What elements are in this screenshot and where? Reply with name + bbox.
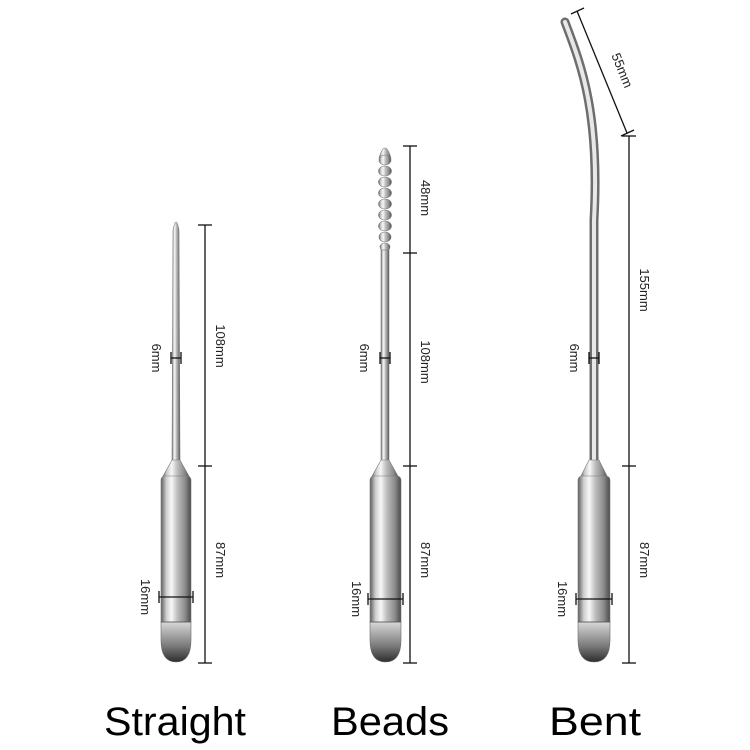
bent-rod-diameter-marker (588, 352, 600, 364)
straight-handle-diameter-marker (158, 591, 194, 603)
straight-neck (161, 459, 191, 479)
beads-caption: Beads (331, 700, 449, 744)
beads-bead-length-label: 48mm (418, 180, 433, 216)
bent-handle-diameter-label: 16mm (555, 581, 570, 617)
bent-rod-outer (560, 17, 600, 467)
straight-handle-length-label: 87mm (213, 542, 228, 578)
straight-rod-diameter-label: 6mm (149, 344, 164, 373)
beads-handle-length-label: 87mm (418, 542, 433, 578)
beads-bead-chain (378, 147, 392, 252)
bent-handle-length-label: 87mm (637, 542, 652, 578)
straight-rod (171, 221, 181, 463)
bent-tip-dimension-line (570, 7, 635, 137)
beads-rod (380, 249, 390, 463)
bent-rod-length-label: 155mm (637, 268, 652, 311)
bent-rod-diameter-label: 6mm (567, 344, 582, 373)
bent-caption: Bent (549, 700, 641, 744)
beads-handle-cap (369, 621, 402, 663)
beads-handle-diameter-label: 16mm (349, 581, 364, 617)
bent-rod-highlight (563, 20, 598, 464)
beads-rod-length-label: 108mm (418, 340, 433, 383)
straight-rod-diameter-marker (170, 352, 182, 364)
straight-dimension-line (198, 224, 212, 664)
product-beads: 6mm 16mm 48mm 108mm 87mm Beads (331, 145, 449, 744)
bent-handle (577, 475, 611, 627)
beads-dimension-line (403, 145, 417, 664)
bent-dimension-line (622, 135, 636, 664)
bent-handle-diameter-marker (575, 593, 613, 605)
straight-caption: Straight (104, 700, 246, 744)
bent-neck (579, 459, 609, 479)
straight-handle (160, 475, 192, 627)
straight-handle-cap (160, 621, 192, 663)
straight-rod-length-label: 108mm (213, 324, 228, 367)
straight-handle-diameter-label: 16mm (138, 579, 153, 615)
beads-handle-diameter-marker (367, 593, 404, 605)
beads-rod-diameter-marker (379, 352, 391, 364)
beads-handle (369, 475, 402, 627)
product-bent: 6mm 16mm 55mm 155mm 87mm Bent (549, 7, 652, 744)
beads-neck (370, 459, 400, 479)
bent-tip-length-label: 55mm (608, 51, 635, 90)
beads-rod-diameter-label: 6mm (357, 344, 372, 373)
bent-handle-cap (577, 621, 611, 663)
product-straight: 6mm 16mm 108mm 87mm Straight (104, 221, 246, 744)
